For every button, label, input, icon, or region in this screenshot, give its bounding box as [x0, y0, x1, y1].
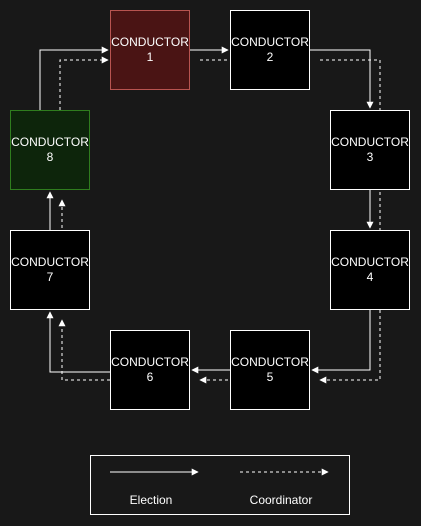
conductor-3-node[interactable]: CONDUCTOR 3	[330, 110, 410, 190]
conductor-2-node[interactable]: CONDUCTOR 2	[230, 10, 310, 90]
conductor-6-number: 6	[146, 370, 154, 384]
conductor-5-number: 5	[266, 370, 274, 384]
legend-election-label: Election	[129, 493, 173, 507]
conductor-8-number: 8	[46, 150, 54, 164]
election-arrow-4-to-5	[311, 310, 371, 374]
conductor-6-title: CONDUCTOR	[111, 355, 189, 369]
conductor-8-title: CONDUCTOR	[11, 135, 89, 149]
coordinator-arrow-4-to-5	[319, 310, 381, 384]
conductor-4-number: 4	[366, 270, 374, 284]
legend-coordinator-label: Coordinator	[249, 493, 313, 507]
conductor-7-node[interactable]: CONDUCTOR 7	[10, 230, 90, 310]
conductor-1-number: 1	[146, 50, 154, 64]
coordinator-arrow-2-to-3	[320, 59, 384, 133]
legend	[90, 455, 350, 515]
election-arrow-6-to-7	[46, 311, 110, 373]
coordinator-arrow-6-to-7	[58, 319, 110, 381]
conductor-2-title: CONDUCTOR	[231, 35, 309, 49]
election-arrow-8-to-1	[39, 46, 109, 110]
conductor-4-title: CONDUCTOR	[331, 255, 409, 269]
conductor-3-title: CONDUCTOR	[331, 135, 409, 149]
conductor-1-node[interactable]: CONDUCTOR 1	[110, 10, 190, 90]
conductor-6-node[interactable]: CONDUCTOR 6	[110, 330, 190, 410]
conductor-3-number: 3	[366, 150, 374, 164]
conductor-1-title: CONDUCTOR	[111, 35, 189, 49]
election-arrow-2-to-3	[310, 49, 374, 109]
conductor-7-number: 7	[46, 270, 54, 284]
conductor-8-node[interactable]: CONDUCTOR 8	[10, 110, 90, 190]
conductor-2-number: 2	[266, 50, 274, 64]
conductor-4-node[interactable]: CONDUCTOR 4	[330, 230, 410, 310]
conductor-7-title: CONDUCTOR	[11, 255, 89, 269]
conductor-5-title: CONDUCTOR	[231, 355, 309, 369]
coordinator-arrow-8-to-1	[59, 56, 109, 110]
conductor-5-node[interactable]: CONDUCTOR 5	[230, 330, 310, 410]
